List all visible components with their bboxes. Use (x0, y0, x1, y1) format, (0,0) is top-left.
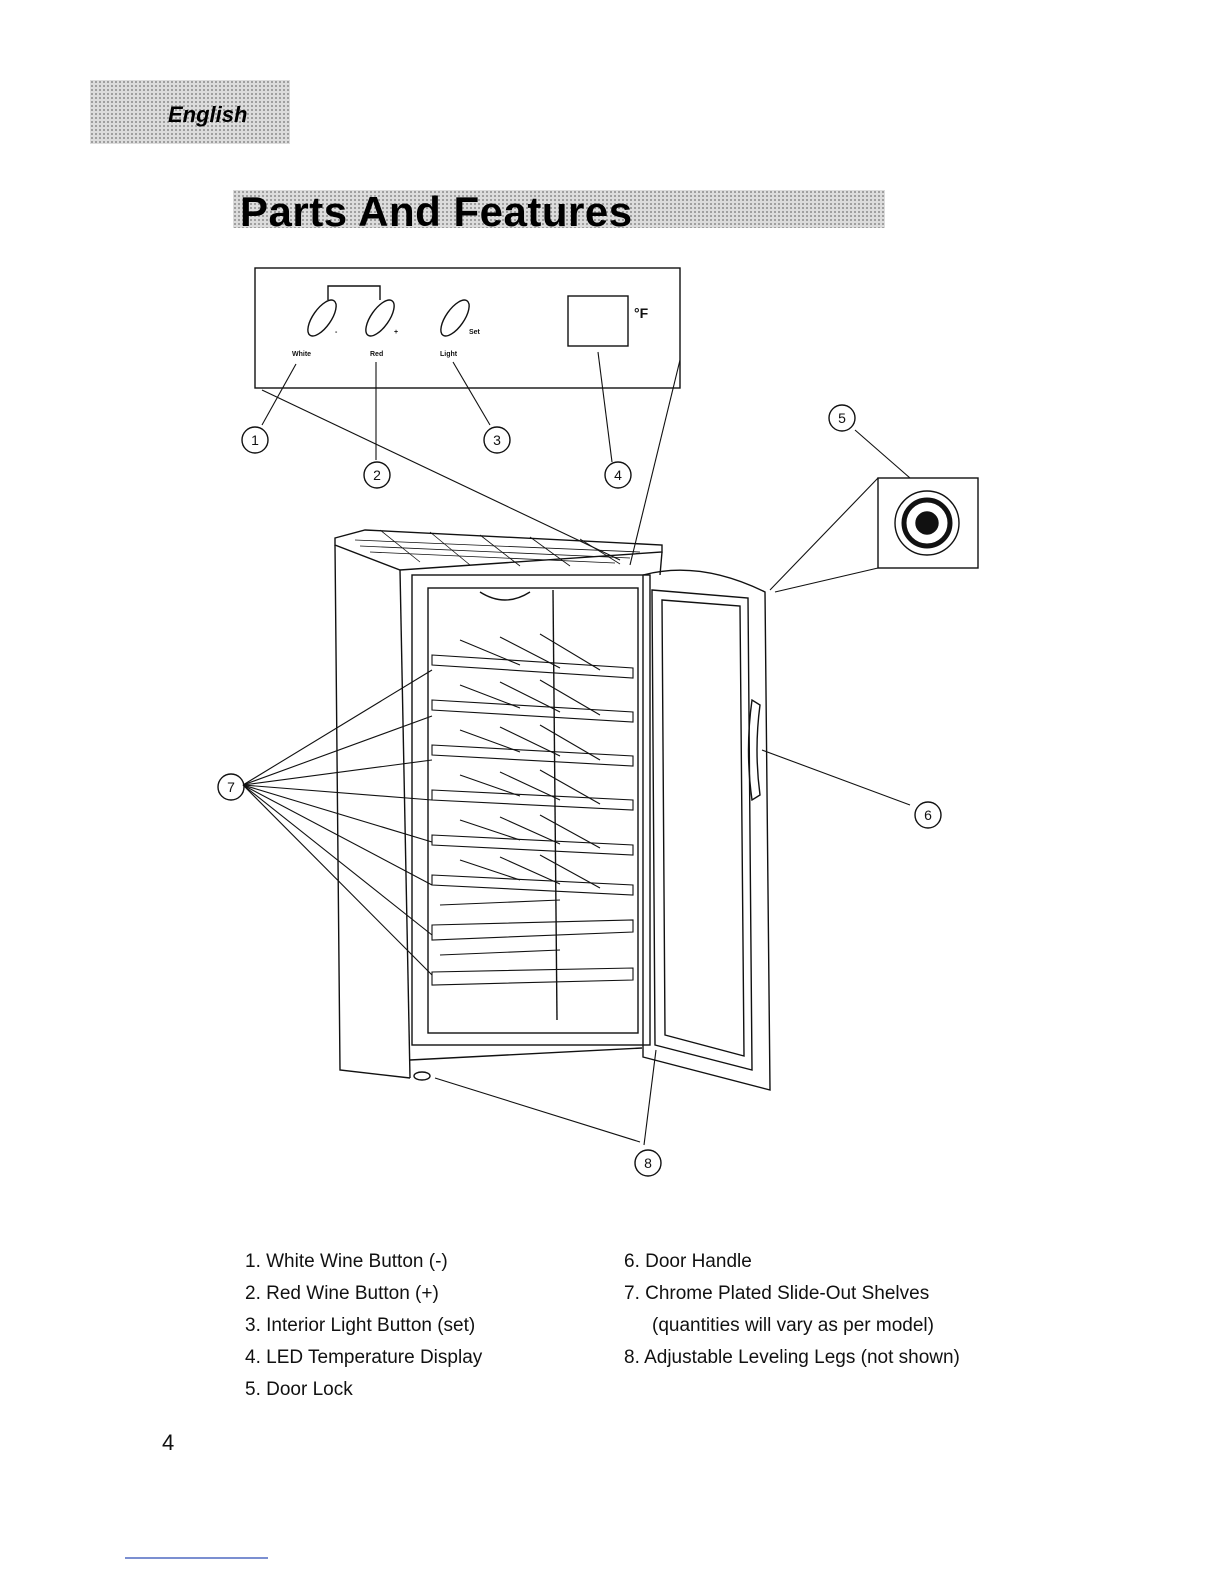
footer-rule (125, 1557, 268, 1559)
shelf-4 (431, 789, 634, 811)
leveling-leg (413, 1071, 431, 1081)
button-sign-2: + (394, 329, 398, 336)
page-number: 4 (162, 1430, 175, 1455)
shelf-6 (431, 874, 634, 896)
shelf-5 (431, 834, 634, 856)
button-label-red: Red (370, 351, 383, 358)
lock-icon (915, 511, 939, 535)
title-band (233, 190, 885, 228)
callout-8: 8 (644, 1155, 652, 1171)
shelf-1 (431, 654, 634, 679)
button-label-white: White (292, 351, 311, 358)
parts-list-right: 6. Door Handle 7. Chrome Plated Slide-Ou… (624, 1246, 960, 1374)
control-panel (254, 267, 681, 389)
wine-cooler-cabinet (334, 529, 663, 1081)
button-sign-3: Set (469, 329, 481, 336)
shelf-3 (431, 744, 634, 767)
callout-markers (217, 404, 942, 1177)
parts-list-item: 6. Door Handle (624, 1251, 752, 1272)
parts-list-item: 8. Adjustable Leveling Legs (not shown) (624, 1347, 960, 1368)
parts-list-item: 5. Door Lock (245, 1379, 353, 1400)
shelf-7 (431, 919, 634, 941)
red-wine-button-icon (365, 299, 395, 337)
cabinet-door (642, 569, 771, 1091)
led-display-icon (567, 295, 629, 347)
shelf-8 (431, 967, 634, 986)
page-title: Parts And Features (240, 188, 633, 235)
callout-2: 2 (373, 467, 381, 483)
shelf-2 (431, 699, 634, 723)
callout-1: 1 (251, 432, 259, 448)
parts-list-item: 2. Red Wine Button (+) (245, 1283, 439, 1304)
white-wine-button-icon (307, 299, 337, 337)
callout-6: 6 (924, 807, 932, 823)
display-unit: °F (634, 305, 649, 321)
button-label-light: Light (440, 351, 458, 358)
callout-7: 7 (227, 779, 235, 795)
leader-lines (242, 351, 911, 1146)
language-tab: English (90, 80, 290, 144)
light-button-icon (440, 299, 470, 337)
parts-list-item: 7. Chrome Plated Slide-Out Shelves (624, 1283, 930, 1304)
button-sign-1: - (335, 329, 338, 336)
callout-4: 4 (614, 467, 622, 483)
language-tab-label: English (168, 102, 248, 127)
callout-5: 5 (838, 410, 846, 426)
parts-list-left: 1. White Wine Button (-) 2. Red Wine But… (245, 1246, 482, 1406)
callout-3: 3 (493, 432, 501, 448)
door-lock-inset (877, 477, 979, 569)
parts-list-item: 4. LED Temperature Display (245, 1347, 483, 1368)
parts-list-note: (quantities will vary as per model) (652, 1315, 934, 1336)
parts-list-item: 1. White Wine Button (-) (245, 1251, 448, 1272)
door-handle-icon (747, 698, 761, 802)
parts-list-item: 3. Interior Light Button (set) (245, 1315, 476, 1336)
